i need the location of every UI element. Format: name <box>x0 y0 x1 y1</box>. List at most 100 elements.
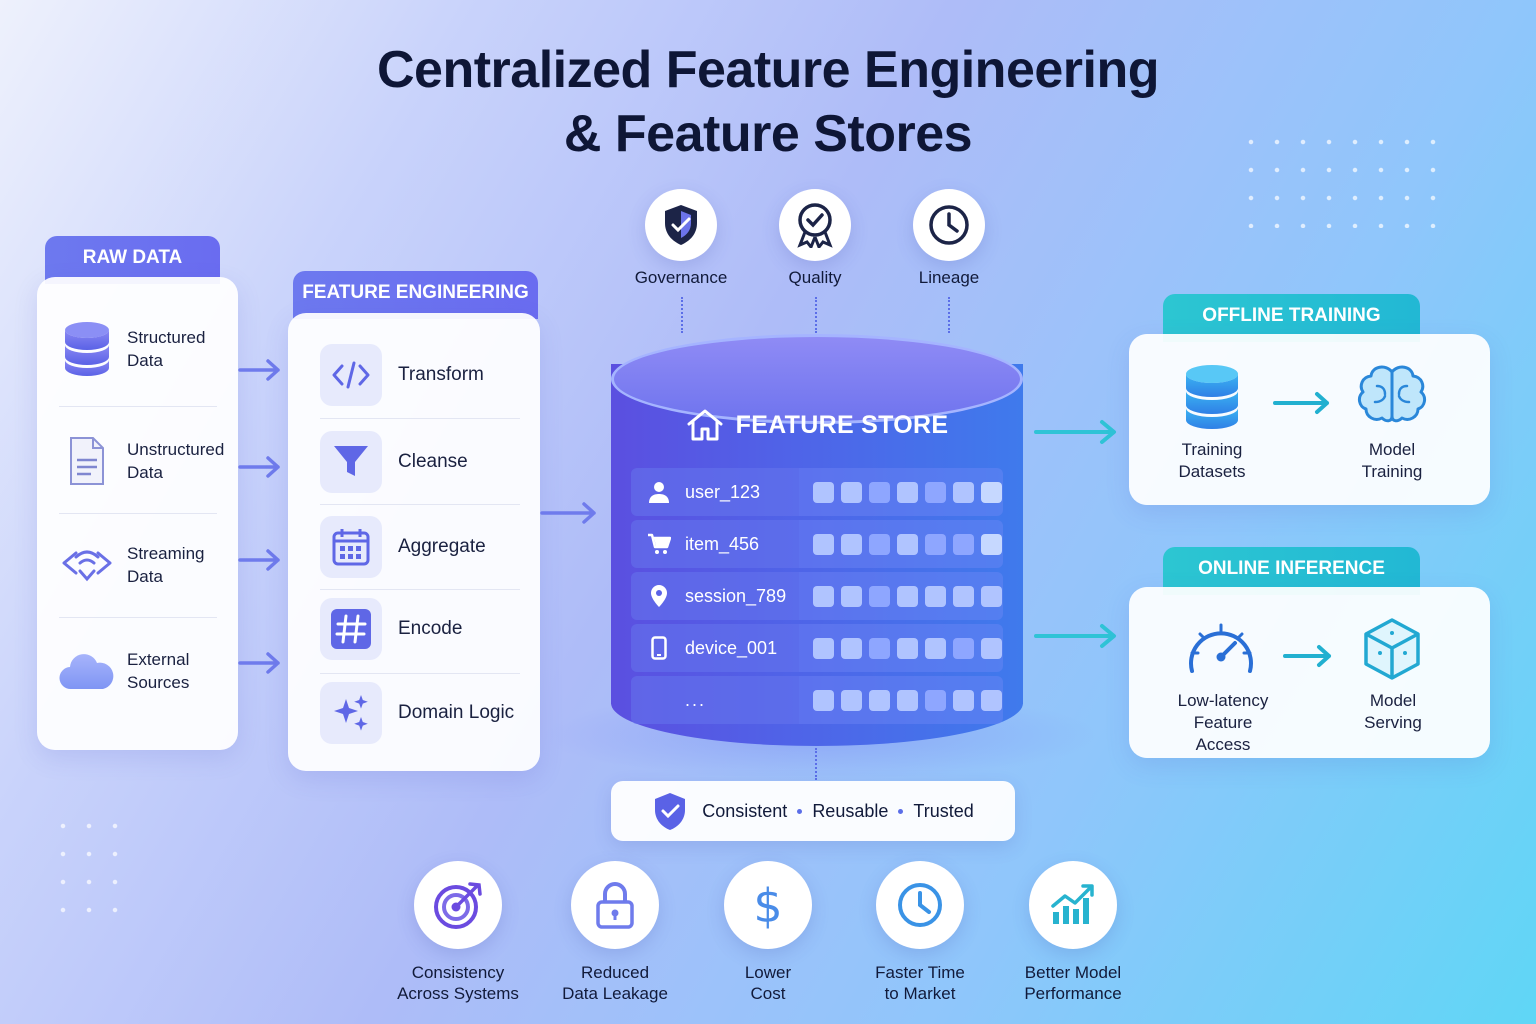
lineage-label: Lineage <box>918 268 980 287</box>
raw-item-label: External Sources <box>127 650 190 692</box>
divider <box>59 406 217 407</box>
hash-icon <box>320 598 382 660</box>
training-datasets-label: Training Datasets <box>1178 440 1246 481</box>
raw-item-label: Unstructured Data <box>127 440 225 482</box>
store-row-key: user_123 <box>685 481 761 502</box>
low-latency-label: Low-latency Feature Access <box>1177 691 1269 754</box>
lineage-badge <box>913 189 985 261</box>
store-row-user: user_123 <box>631 468 1003 516</box>
fe-item-label: Aggregate <box>398 536 486 557</box>
feature-cells <box>813 533 1002 555</box>
dot-pattern-top-right <box>1238 128 1438 228</box>
code-icon <box>320 344 382 406</box>
clock-icon <box>929 205 969 245</box>
streaming-icon <box>59 537 115 593</box>
fe-item-label: Domain Logic <box>398 702 515 723</box>
feature-cells <box>813 637 1002 659</box>
arrow-right-icon <box>1283 645 1331 667</box>
feature-store-title: FEATURE STORE <box>611 408 1023 442</box>
funnel-icon <box>320 431 382 493</box>
shield-icon <box>665 205 697 245</box>
badge-icon <box>797 203 833 248</box>
tagline-trusted: Trusted <box>913 800 974 821</box>
benefit-lower-cost: $ <box>724 861 812 949</box>
benefit-model-performance <box>1029 861 1117 949</box>
feature-engineering-tab: FEATURE ENGINEERING <box>293 271 538 319</box>
fe-item-domain-logic: Domain Logic <box>288 671 538 755</box>
dotted-connector <box>815 297 817 333</box>
location-pin-icon <box>647 584 671 608</box>
governance-badge <box>645 189 717 261</box>
benefit-data-leakage <box>571 861 659 949</box>
svg-text:$: $ <box>753 879 782 932</box>
home-icon <box>687 409 723 441</box>
cube-icon <box>1362 617 1422 686</box>
divider <box>59 617 217 618</box>
divider <box>59 513 217 514</box>
fe-item-encode: Encode <box>288 587 538 671</box>
online-inference-panel: Low-latency Feature Access Model Serving <box>1129 587 1490 758</box>
target-icon <box>434 882 482 929</box>
store-row-session: session_789 <box>631 572 1003 620</box>
model-training-label: Model Training <box>1361 440 1423 481</box>
fe-item-cleanse: Cleanse <box>288 420 538 504</box>
tagline-pill: Consistent Reusable Trusted <box>611 781 1015 841</box>
shield-check-icon <box>655 793 686 830</box>
governance-label: Governance <box>634 268 728 287</box>
model-serving-label: Model Serving <box>1364 691 1422 732</box>
training-datasets-icon <box>1183 364 1241 435</box>
cloud-icon <box>59 643 115 699</box>
dotted-connector <box>681 297 683 333</box>
store-row-key: item_456 <box>685 533 760 554</box>
fe-item-transform: Transform <box>288 333 538 417</box>
benefit-consistency <box>414 861 502 949</box>
feature-cells <box>813 481 1002 503</box>
page-title: Centralized Feature Engineering & Featur… <box>377 41 1160 163</box>
benefit-time-to-market <box>876 861 964 949</box>
store-row-key: session_789 <box>685 585 787 606</box>
store-cylinder-top <box>611 334 1023 424</box>
divider <box>320 418 520 419</box>
tagline-reusable: Reusable <box>812 800 889 821</box>
fe-item-label: Transform <box>398 364 484 385</box>
feature-cells <box>813 689 1002 711</box>
store-row-more: ... <box>631 676 1003 724</box>
speedometer-icon <box>1186 619 1256 682</box>
fe-item-aggregate: Aggregate <box>288 505 538 589</box>
offline-training-panel: Training Datasets Model Training <box>1129 334 1490 505</box>
arrow-fe-to-store <box>540 502 596 524</box>
divider <box>320 589 520 590</box>
raw-item-unstructured: Unstructured Data <box>37 409 237 513</box>
feature-engineering-panel: Transform Cleanse Aggregate Encode Domai… <box>288 313 540 771</box>
clock-icon <box>898 883 942 927</box>
raw-item-external: External Sources <box>37 619 237 723</box>
tagline-consistent: Consistent <box>702 800 788 821</box>
sparkle-icon <box>320 682 382 744</box>
arrows-raw-to-fe <box>238 359 280 674</box>
raw-data-panel: Structured Data Unstructured Data Stream… <box>37 277 238 750</box>
dot-pattern-bottom-left <box>50 812 130 922</box>
store-row-item: item_456 <box>631 520 1003 568</box>
dollar-icon: $ <box>753 879 782 932</box>
fe-item-label: Cleanse <box>398 451 468 472</box>
store-row-key: device_001 <box>685 637 778 658</box>
cart-icon <box>647 532 671 556</box>
store-row-key: ... <box>685 689 707 710</box>
raw-item-structured: Structured Data <box>37 297 237 401</box>
growth-chart-icon <box>1051 884 1094 924</box>
raw-item-label: Streaming Data <box>127 544 205 586</box>
lock-icon <box>596 882 634 929</box>
calendar-icon <box>320 516 382 578</box>
divider <box>320 673 520 674</box>
raw-item-streaming: Streaming Data <box>37 513 237 617</box>
arrows-store-to-outputs <box>1034 420 1116 648</box>
dotted-connector <box>948 297 950 333</box>
quality-label: Quality <box>788 268 842 287</box>
user-icon <box>647 480 671 504</box>
database-icon <box>59 321 115 377</box>
